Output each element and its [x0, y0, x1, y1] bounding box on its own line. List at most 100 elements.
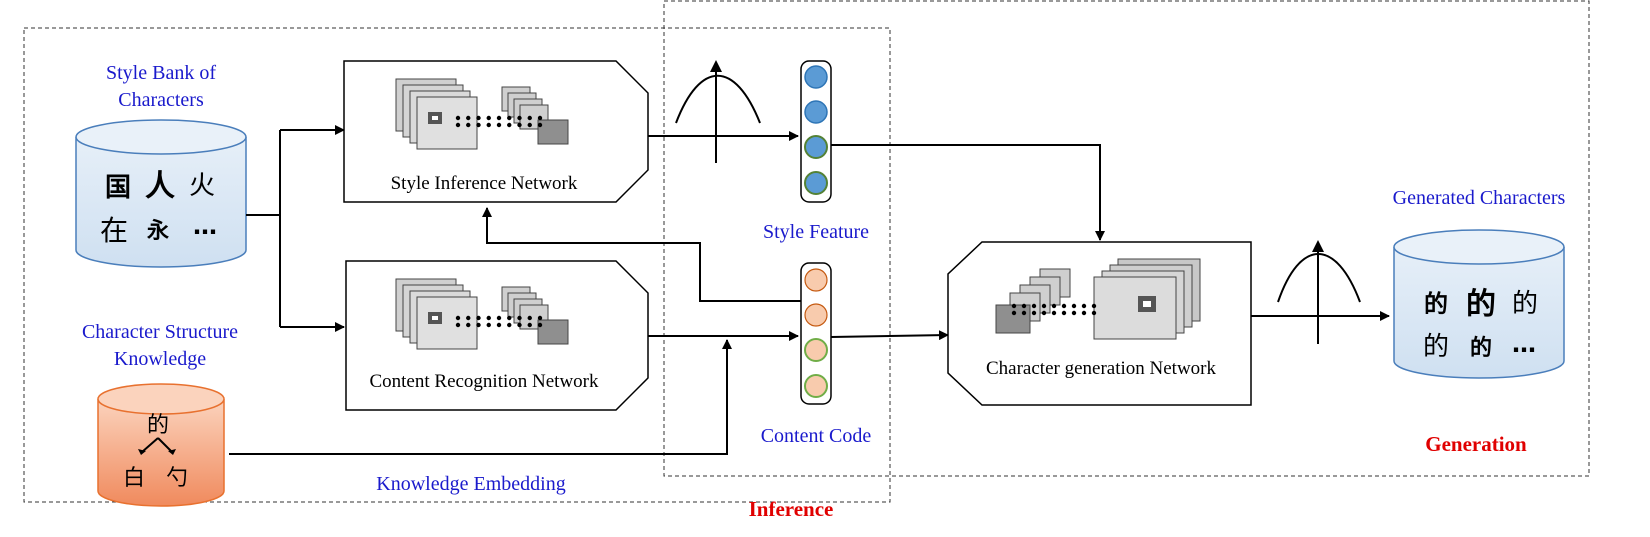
- character-generation-layers-icon: [995, 258, 1201, 340]
- bank-to-networks-arrows: [246, 125, 345, 332]
- connector-dot: [527, 322, 532, 328]
- connector-dot: [507, 115, 512, 121]
- generated-char-5: 的: [1470, 335, 1492, 361]
- connector-dot: [466, 115, 471, 121]
- generated-char-1: 的: [1424, 290, 1448, 318]
- connector-dot: [1051, 303, 1057, 309]
- inference-distribution-curve: [675, 60, 761, 163]
- connector-dot: [486, 115, 491, 121]
- generated-char-4: 的: [1423, 332, 1449, 362]
- generation-region: [663, 0, 1590, 477]
- connector-dot: [517, 315, 522, 321]
- connector-dot: [1051, 310, 1057, 316]
- connector-dot: [537, 322, 543, 328]
- structure-split-arrows: [141, 437, 173, 453]
- connector-dot: [496, 115, 502, 121]
- connector-dot: [476, 115, 481, 121]
- connector-dot: [1081, 303, 1087, 309]
- character-generation-network: [947, 241, 1252, 406]
- connector-dot: [496, 315, 502, 321]
- connector-dot: [1061, 310, 1067, 316]
- structure-knowledge-label-1: Character Structure: [82, 321, 238, 343]
- connector-dot: [537, 115, 543, 121]
- structure-knowledge-label-2: Knowledge: [114, 348, 206, 370]
- connector-dot: [537, 315, 543, 321]
- character-generation-network-label: Character generation Network: [986, 358, 1217, 379]
- connector-dot: [1021, 303, 1027, 309]
- connector-dot: [1071, 303, 1077, 309]
- connector-dot: [527, 122, 532, 128]
- content-code-vector: [800, 262, 832, 405]
- connector-dot: [455, 315, 461, 321]
- connector-dot: [486, 122, 491, 128]
- style-char-1: 国: [105, 173, 131, 203]
- knowledge-embedding-label: Knowledge Embedding: [376, 473, 565, 495]
- connector-dot: [1031, 303, 1037, 309]
- connector-dot: [476, 315, 481, 321]
- connector-dot: [476, 322, 481, 328]
- content-recognition-network-label: Content Recognition Network: [369, 371, 599, 392]
- connector-dot: [496, 122, 502, 128]
- connector-dot: [466, 315, 471, 321]
- connector-dot: [1031, 310, 1037, 316]
- connector-dot: [466, 322, 471, 328]
- flow-arrows: [229, 131, 1390, 455]
- style-feature-label: Style Feature: [763, 221, 869, 243]
- style-feature-vector: [800, 60, 832, 203]
- inference-region: [23, 27, 891, 503]
- connector-dot: [1011, 310, 1017, 316]
- generation-region-label: Generation: [1425, 432, 1527, 456]
- content-code-label: Content Code: [761, 425, 872, 447]
- structure-char-right: 勺: [166, 466, 188, 491]
- connector-dot: [1041, 310, 1047, 316]
- connector-dot: [527, 315, 532, 321]
- connector-dot: [517, 122, 522, 128]
- style-char-2: 人: [145, 169, 175, 204]
- style-inference-network-label: Style Inference Network: [391, 173, 578, 194]
- generated-char-3: 的: [1512, 289, 1538, 319]
- inference-region-label: Inference: [749, 497, 834, 521]
- connector-dot: [455, 115, 461, 121]
- connector-dot: [517, 322, 522, 328]
- style-inference-network: [343, 60, 649, 203]
- connector-dot: [486, 322, 491, 328]
- connector-dot: [476, 122, 481, 128]
- connector-dot: [466, 122, 471, 128]
- connector-dot: [1071, 310, 1077, 316]
- style-bank-label-2: Characters: [118, 89, 204, 111]
- layer-connector-dots: [455, 115, 1097, 328]
- style-bank-cylinder: [75, 119, 247, 268]
- connector-dot: [537, 122, 543, 128]
- generated-characters-cylinder: [1393, 229, 1565, 379]
- connector-dot: [1011, 303, 1017, 309]
- connector-dot: [1091, 303, 1097, 309]
- structure-char-whole: 的: [147, 413, 169, 438]
- structure-knowledge-cylinder: [97, 383, 225, 507]
- connector-dot: [1061, 303, 1067, 309]
- structure-char-left: 白: [123, 466, 145, 491]
- style-bank-label-1: Style Bank of: [106, 62, 216, 84]
- style-inference-layers-icon: [395, 78, 569, 150]
- generation-distribution-curve: [1277, 240, 1361, 344]
- style-char-3: 火: [189, 171, 215, 201]
- connector-dot: [507, 315, 512, 321]
- style-char-5: 永: [147, 218, 169, 244]
- connector-dot: [486, 315, 491, 321]
- connector-dot: [507, 122, 512, 128]
- generated-char-2: 的: [1466, 287, 1496, 322]
- generated-char-6: …: [1512, 330, 1536, 358]
- connector-dot: [517, 115, 522, 121]
- style-char-6: …: [193, 212, 217, 240]
- connector-dot: [1021, 310, 1027, 316]
- connector-dot: [1091, 310, 1097, 316]
- connector-dot: [1081, 310, 1087, 316]
- connector-dot: [455, 122, 461, 128]
- content-recognition-layers-icon: [395, 278, 569, 350]
- connector-dot: [455, 322, 461, 328]
- connector-dot: [527, 115, 532, 121]
- connector-dot: [496, 322, 502, 328]
- content-recognition-network: [345, 260, 649, 411]
- connector-dot: [507, 322, 512, 328]
- connector-dot: [1041, 303, 1047, 309]
